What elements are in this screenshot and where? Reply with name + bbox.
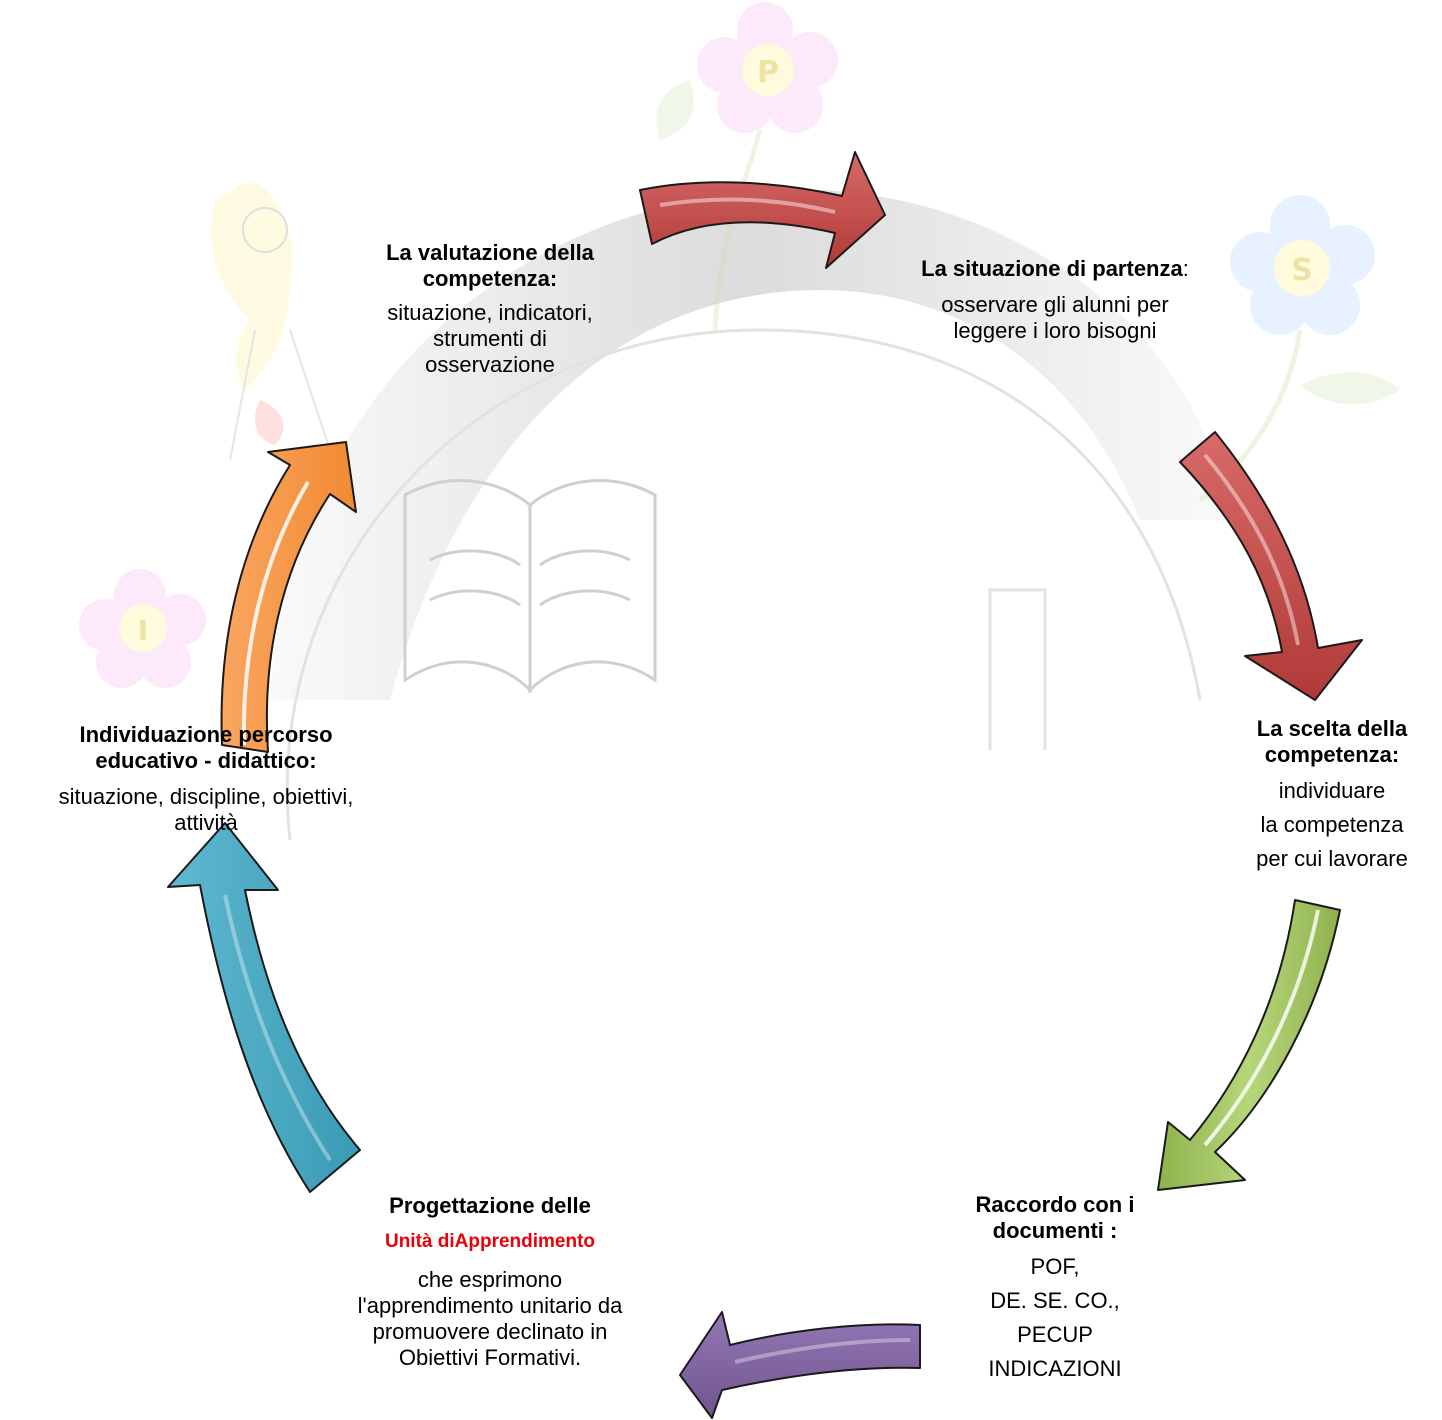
svg-text:S: S — [1291, 253, 1313, 288]
node-raccordo-line: DE. SE. CO., — [990, 1288, 1120, 1313]
node-percorso-title: Individuazione percorso educativo - dida… — [79, 722, 333, 773]
node-partenza: La situazione di partenza: osservare gli… — [900, 256, 1210, 344]
node-progettazione-line: che esprimono — [417, 1267, 563, 1292]
watermark-swoosh — [270, 189, 1230, 700]
watermark-figure-icon — [210, 180, 331, 461]
node-progettazione-line: Obiettivi Formativi. — [398, 1345, 582, 1370]
node-scelta-title: La scelta della competenza: — [1256, 716, 1408, 767]
node-valutazione-line: situazione, indicatori, — [387, 300, 593, 325]
node-raccordo-title: Raccordo con i documenti : — [975, 1192, 1135, 1243]
node-partenza-title: La situazione di partenza — [921, 256, 1183, 281]
node-scelta-line: per cui lavorare — [1256, 846, 1408, 871]
node-progettazione-line: promuovere declinato in — [372, 1319, 608, 1344]
node-raccordo-line: PECUP — [1017, 1322, 1093, 1347]
arrow-progettazione-to-percorso — [167, 822, 361, 1193]
node-valutazione: La valutazione della competenza: situazi… — [340, 240, 640, 378]
node-progettazione-title: Progettazione delle — [389, 1193, 591, 1218]
node-percorso: Individuazione percorso educativo - dida… — [0, 722, 412, 836]
node-raccordo: Raccordo con i documenti : POF, DE. SE. … — [930, 1192, 1180, 1386]
arrow-scelta-to-raccordo — [1157, 899, 1341, 1191]
node-percorso-line: situazione, discipline, obiettivi, — [58, 784, 354, 809]
watermark-flower-i-icon: I — [79, 569, 206, 688]
node-valutazione-title: La valutazione della competenza: — [386, 240, 594, 291]
arrow-percorso-to-valutazione — [220, 441, 357, 753]
node-percorso-line: attività — [174, 810, 238, 835]
node-partenza-colon: : — [1182, 256, 1189, 281]
watermark-book-icon — [403, 479, 657, 694]
watermark-door — [988, 588, 1047, 750]
node-raccordo-line: INDICAZIONI — [988, 1356, 1122, 1381]
watermark-flower-p-icon: P — [656, 2, 838, 331]
svg-text:I: I — [138, 614, 148, 647]
arrow-partenza-to-scelta — [1179, 431, 1363, 701]
watermark-outline — [285, 328, 1202, 841]
node-progettazione-highlight: Unità diApprendimento — [384, 1231, 596, 1252]
node-raccordo-line: POF, — [1030, 1254, 1080, 1279]
node-partenza-line: leggere i loro bisogni — [953, 318, 1157, 343]
node-valutazione-line: osservazione — [425, 352, 555, 377]
watermark-flower-s-icon: S — [1198, 195, 1400, 502]
arrow-raccordo-to-progettazione — [679, 1311, 921, 1419]
arrow-valutazione-to-partenza — [639, 151, 886, 269]
svg-text:P: P — [757, 55, 779, 90]
node-progettazione: Progettazione delle Unità diApprendiment… — [300, 1193, 680, 1371]
node-scelta-line: la competenza — [1260, 812, 1404, 837]
node-scelta-line: individuare — [1278, 778, 1386, 803]
node-progettazione-line: l'apprendimento unitario da — [357, 1293, 623, 1318]
node-valutazione-line: strumenti di — [433, 326, 547, 351]
node-partenza-line: osservare gli alunni per — [941, 292, 1169, 317]
node-scelta: La scelta della competenza: individuare … — [1222, 716, 1442, 876]
